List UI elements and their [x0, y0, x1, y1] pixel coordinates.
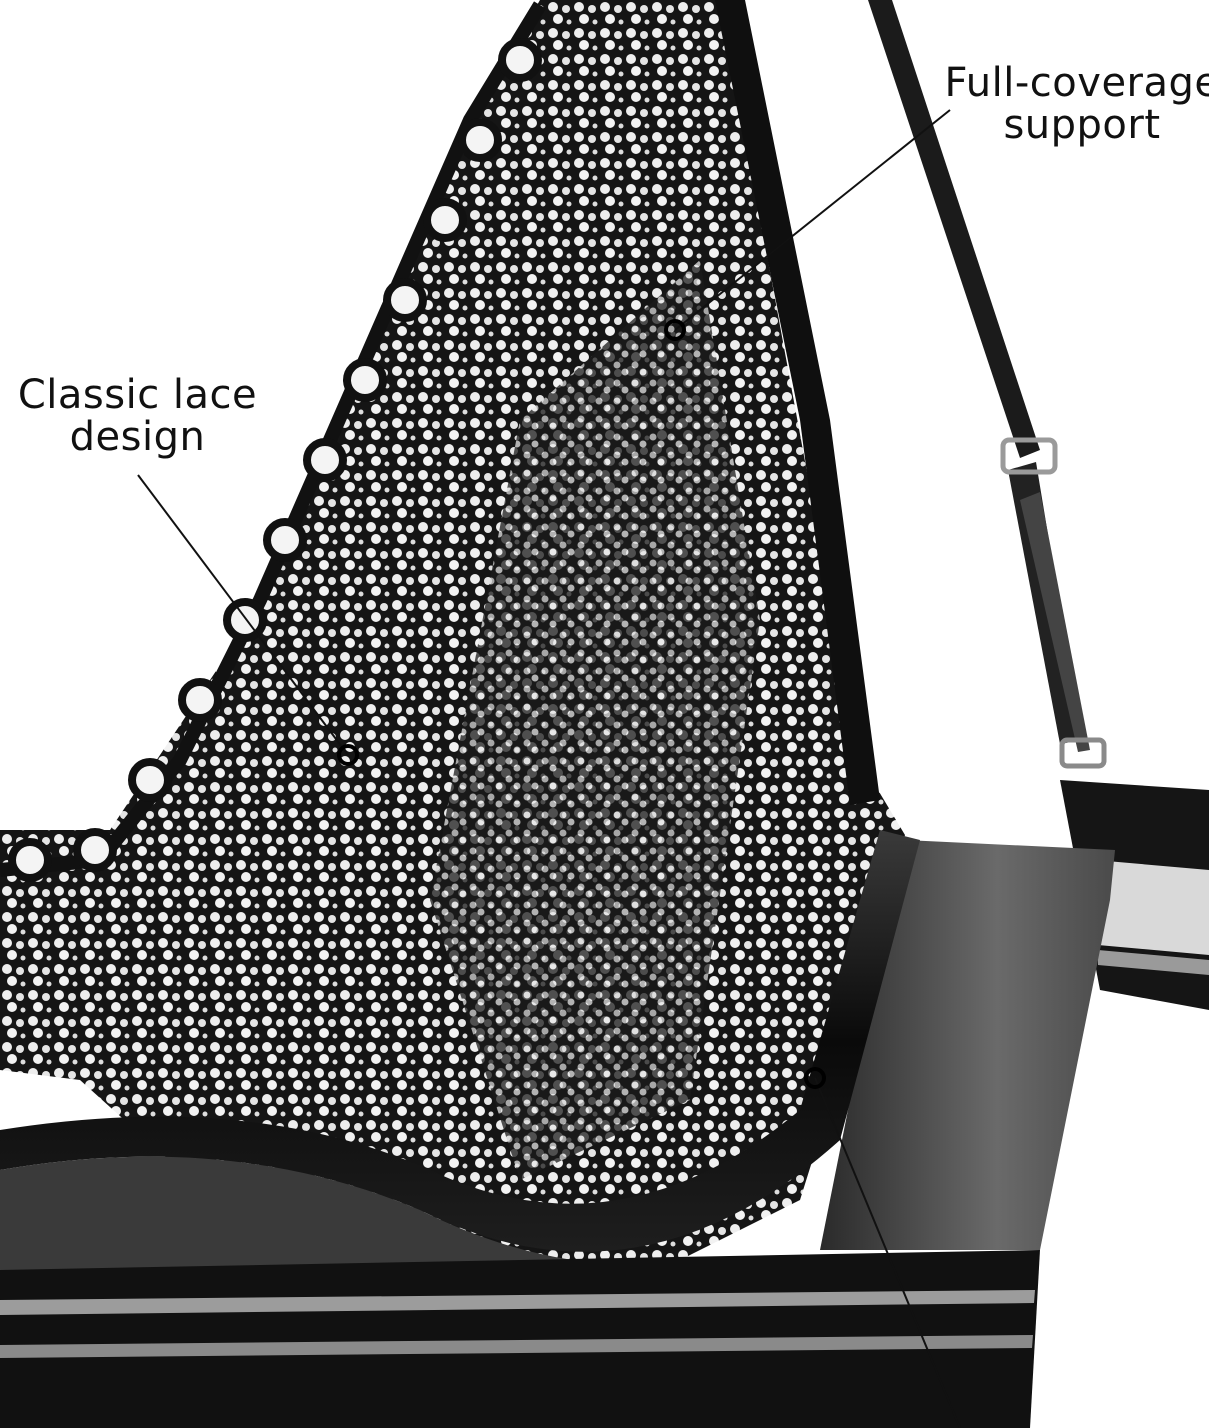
- side-mesh-panel: [820, 840, 1115, 1250]
- leader-line-lace: [137, 474, 349, 756]
- leader-line-support: [674, 109, 951, 331]
- underwire-channel: [0, 830, 920, 1252]
- lace-mesh-inset: [430, 260, 760, 1180]
- leader-lines: [137, 109, 961, 1428]
- callout-full-coverage-support: Full-coverage support: [932, 62, 1209, 146]
- cup-binding: [715, 0, 880, 805]
- marker-dot-underwire: [804, 1067, 826, 1089]
- leader-line-underwire: [814, 1077, 961, 1428]
- strap-slider: [1000, 437, 1058, 475]
- marker-dot-lace: [337, 744, 359, 766]
- callout-classic-lace-design: Classic lace design: [10, 374, 265, 458]
- callout-lace-line1: Classic lace: [17, 372, 258, 418]
- scallops: [8, 38, 542, 882]
- marker-dot-support: [664, 319, 686, 341]
- callout-markers: [337, 319, 826, 1089]
- underband: [0, 1250, 1040, 1428]
- callout-lace-line2: design: [69, 414, 206, 460]
- callout-support-line2: support: [1003, 102, 1161, 148]
- callout-support-line1: Full-coverage: [944, 60, 1209, 106]
- strap-ring: [1059, 737, 1107, 769]
- shoulder-strap: [868, 0, 1107, 769]
